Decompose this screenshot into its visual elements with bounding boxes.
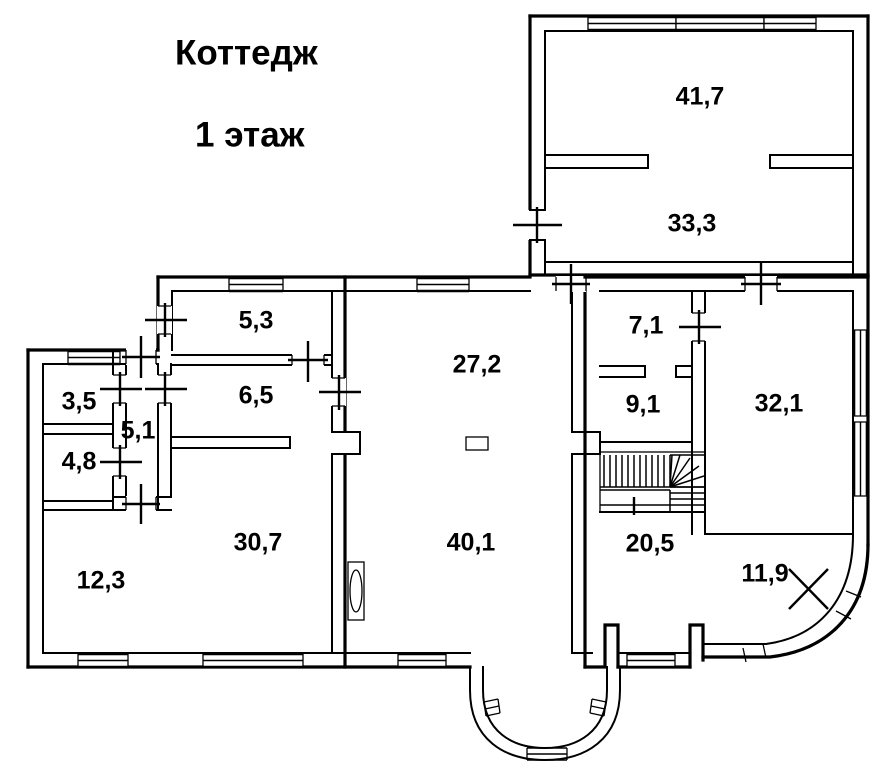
room-label-12-3: 12,3 — [77, 567, 126, 595]
porch-window-center — [526, 747, 568, 761]
rounded-corner-11-9 — [701, 533, 870, 663]
staircase — [599, 451, 706, 515]
window-bottom-40-1 — [397, 652, 447, 669]
window-top-3 — [763, 15, 817, 32]
door-32-1-top — [741, 263, 781, 305]
window-right-1 — [852, 329, 869, 417]
door-5-1-right — [145, 372, 187, 406]
door-6-5-to-27-2 — [319, 375, 361, 410]
room-label-9-1: 9,1 — [626, 391, 661, 419]
door-4-8 — [100, 445, 142, 479]
room-label-11-9: 11,9 — [741, 560, 788, 588]
room-label-32-1: 32,1 — [755, 390, 804, 418]
room-label-7-1: 7,1 — [629, 312, 664, 340]
room-label-20-5: 20,5 — [626, 530, 675, 558]
door-hall-top-right — [552, 264, 590, 304]
porch-window-left — [483, 698, 501, 717]
plan-title: Коттедж — [175, 33, 319, 72]
oval-niche-window — [347, 561, 365, 621]
window-top-27-2 — [416, 276, 470, 293]
room-label-33-3: 33,3 — [668, 210, 717, 238]
door-7-1-to-32-1 — [679, 310, 721, 344]
window-bottom-30-7 — [202, 652, 304, 669]
opening-30-7-to-40-1 — [331, 431, 361, 455]
room-label-41-7: 41,7 — [676, 83, 725, 111]
room-label-5-1: 5,1 — [121, 417, 156, 445]
door-5-1-top — [122, 336, 160, 378]
room-label-30-7: 30,7 — [234, 529, 283, 557]
door-33-3-left — [513, 207, 562, 243]
window-top-1 — [587, 15, 677, 32]
curve-opening-lower — [742, 643, 767, 663]
central-column — [465, 436, 489, 451]
window-top-5-3 — [228, 276, 284, 293]
wall-41-7-33-3 — [544, 154, 854, 169]
window-bottom-12-3 — [77, 652, 129, 669]
window-right-2 — [852, 421, 869, 497]
room-label-3-5: 3,5 — [62, 388, 97, 416]
curve-opening-upper — [835, 590, 862, 620]
porch-window-right — [589, 698, 607, 717]
room-label-6-5: 6,5 — [239, 382, 274, 410]
semicircular-porch — [469, 666, 621, 762]
room-label-4-8: 4,8 — [62, 448, 97, 476]
room-label-27-2: 27,2 — [453, 351, 502, 379]
door-5-1-bottom — [122, 484, 160, 524]
window-bottom-20-5 — [626, 652, 676, 669]
room-label-40-1: 40,1 — [447, 529, 496, 557]
window-top-2 — [675, 15, 765, 32]
window-top-3-5 — [67, 349, 121, 366]
door-3-5 — [100, 372, 142, 406]
room-label-5-3: 5,3 — [239, 307, 274, 335]
door-5-3-to-6-5 — [288, 341, 328, 382]
door-5-1-to-5-3 — [145, 303, 187, 337]
plan-floor-label: 1 этаж — [195, 115, 306, 154]
